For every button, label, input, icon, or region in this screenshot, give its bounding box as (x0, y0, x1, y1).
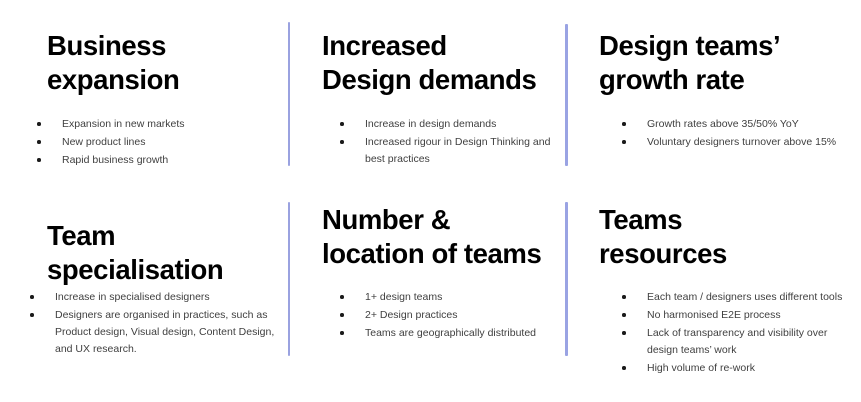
bullet-item: Increased rigour in Design Thinking and … (340, 134, 560, 168)
panel-heading-design-teams-growth-rate: Design teams’ growth rate (599, 30, 781, 95)
panel-heading-business-expansion: Business expansion (47, 30, 180, 95)
bullet-item: 2+ Design practices (340, 307, 560, 324)
bullet-item: 1+ design teams (340, 289, 560, 306)
panel-heading-teams-resources: Teams resources (599, 204, 727, 269)
column-divider-bottom-right (565, 202, 568, 356)
bullet-item: Designers are organised in practices, su… (30, 307, 278, 358)
bullet-item: Increase in specialised designers (30, 289, 278, 306)
bullet-item: High volume of re-work (622, 360, 857, 377)
column-divider-top-left (288, 22, 290, 166)
panel-heading-team-specialisation: Team specialisation (47, 220, 224, 285)
bullet-list-teams-resources: Each team / designers uses different too… (622, 289, 857, 378)
column-divider-top-right (565, 24, 568, 166)
bullet-item: Rapid business growth (37, 152, 277, 169)
panel-heading-increased-design-demands: Increased Design demands (322, 30, 537, 95)
bullet-item: Growth rates above 35/50% YoY (622, 116, 854, 133)
bullet-item: Expansion in new markets (37, 116, 277, 133)
panel-heading-number-location-of-teams: Number & location of teams (322, 204, 542, 269)
column-divider-bottom-left (288, 202, 290, 356)
bullet-item: Lack of transparency and visibility over… (622, 325, 857, 359)
bullet-item: Each team / designers uses different too… (622, 289, 857, 306)
bullet-item: Increase in design demands (340, 116, 560, 133)
bullet-item: Teams are geographically distributed (340, 325, 560, 342)
bullet-item: No harmonised E2E process (622, 307, 857, 324)
bullet-item: New product lines (37, 134, 277, 151)
bullet-item: Voluntary designers turnover above 15% (622, 134, 854, 151)
